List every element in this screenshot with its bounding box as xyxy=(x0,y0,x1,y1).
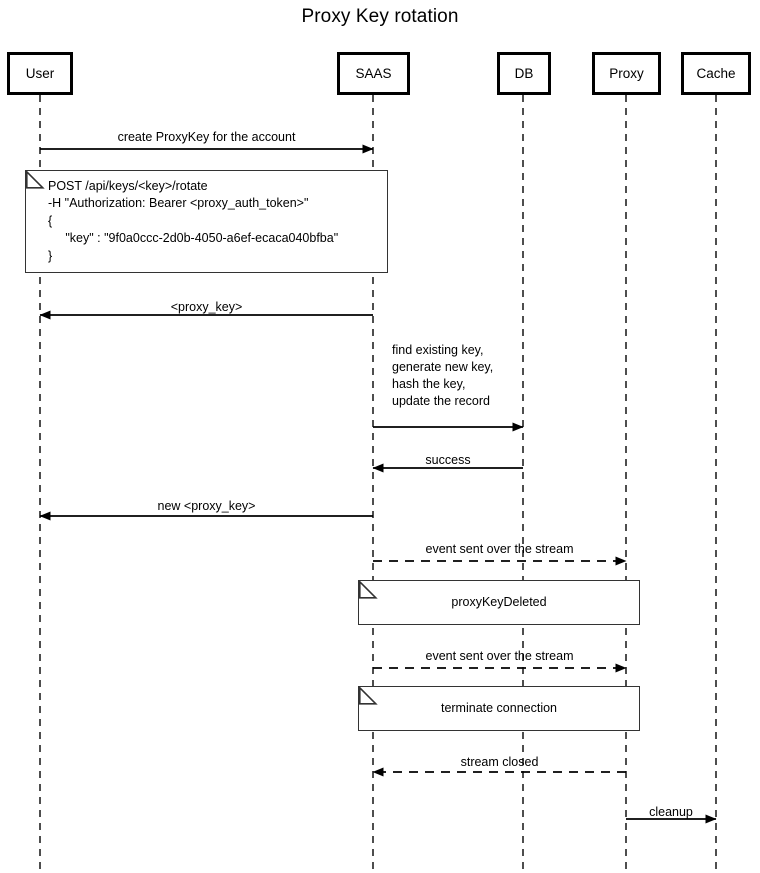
note-line: } xyxy=(48,248,53,263)
messages-group xyxy=(39,144,717,824)
note-post-request-note: POST /api/keys/<key>/rotate -H "Authoriza… xyxy=(25,170,388,273)
note-line: -H "Authorization: Bearer <proxy_auth_to… xyxy=(48,196,309,211)
participant-cache[interactable]: Cache xyxy=(681,52,751,95)
message-label-new-proxy-key: new <proxy_key> xyxy=(157,499,256,513)
message-label-create-proxykey: create ProxyKey for the account xyxy=(117,130,296,144)
note-proxy-key-deleted-note: proxyKeyDeleted xyxy=(358,580,640,625)
self-call-line: hash the key, xyxy=(392,377,466,391)
message-label-event-stream-1: event sent over the stream xyxy=(425,542,574,556)
message-label-db-success: success xyxy=(425,453,471,467)
note-line: proxyKeyDeleted xyxy=(451,594,547,609)
note-line: terminate connection xyxy=(440,700,558,715)
participant-label: SAAS xyxy=(355,66,392,81)
note-line: { xyxy=(48,213,53,228)
self-call-saas-self-steps: find existing key, generate new key, hash … xyxy=(392,342,493,410)
participant-label: DB xyxy=(514,66,534,81)
self-call-line: generate new key, xyxy=(392,360,494,374)
self-call-line: update the record xyxy=(392,394,490,408)
participant-saas[interactable]: SAAS xyxy=(337,52,410,95)
note-line: POST /api/keys/<key>/rotate xyxy=(48,178,208,193)
self-call-line: find existing key, xyxy=(392,343,484,357)
note-fold-icon xyxy=(359,687,378,705)
note-body: proxyKeyDeleted xyxy=(359,581,639,624)
message-label-cleanup: cleanup xyxy=(649,805,693,819)
note-body: terminate connection xyxy=(359,687,639,730)
note-fold-icon xyxy=(359,581,378,599)
participant-label: Cache xyxy=(696,66,736,81)
diagram-title: Proxy Key rotation xyxy=(301,6,459,27)
participant-db[interactable]: DB xyxy=(497,52,551,95)
message-label-stream-closed: stream closed xyxy=(460,755,539,769)
participant-user[interactable]: User xyxy=(7,52,73,95)
message-label-event-stream-2: event sent over the stream xyxy=(425,649,574,663)
note-body: POST /api/keys/<key>/rotate -H "Authoriza… xyxy=(26,171,387,272)
note-line: "key" : "9f0a0ccc-2d0b-4050-a6ef-ecaca04… xyxy=(48,231,339,246)
participant-proxy[interactable]: Proxy xyxy=(592,52,661,95)
participant-label: User xyxy=(25,66,55,81)
note-fold-icon xyxy=(26,171,45,189)
note-terminate-connection-note: terminate connection xyxy=(358,686,640,731)
message-label-proxy-key-return: <proxy_key> xyxy=(170,300,243,314)
participant-label: Proxy xyxy=(609,66,644,81)
